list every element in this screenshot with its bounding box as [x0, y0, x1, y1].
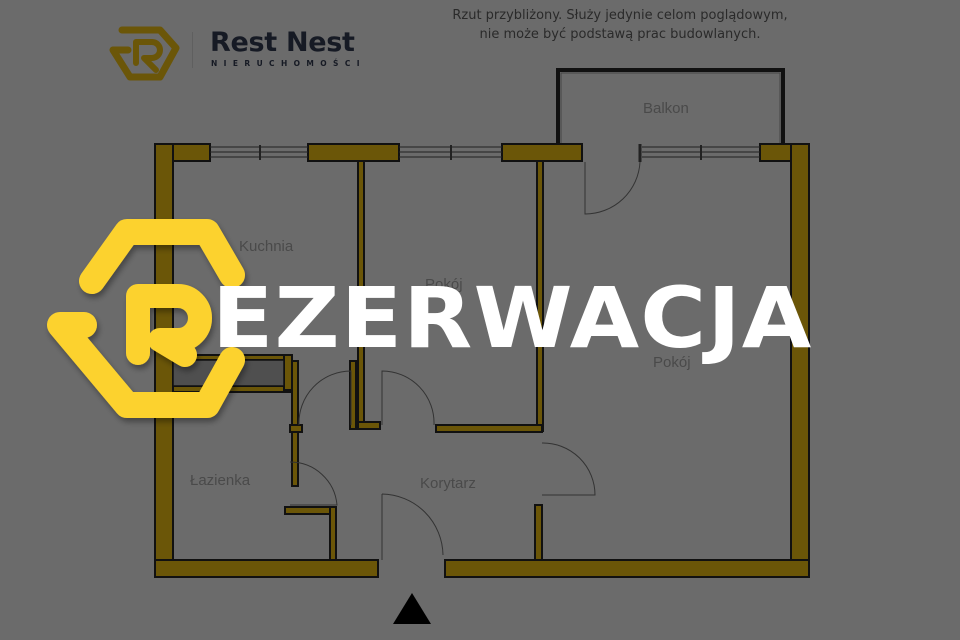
entrance-arrow-icon [393, 593, 431, 624]
disclaimer: Rzut przybliżony. Służy jedynie celom po… [420, 6, 820, 44]
disclaimer-line-2: nie może być podstawą prac budowlanych. [479, 27, 761, 42]
room-label-pokoj-1: Pokój [425, 276, 463, 293]
room-label-korytarz: Korytarz [420, 475, 476, 492]
room-label-lazienka: Łazienka [190, 472, 251, 489]
disclaimer-line-1: Rzut przybliżony. Służy jedynie celom po… [452, 8, 788, 23]
reservation-headline: EZERWACJA [212, 269, 813, 367]
room-label-kuchnia: Kuchnia [239, 238, 294, 255]
brand-divider [192, 32, 193, 68]
r-hexagon-logo-icon [109, 26, 180, 81]
room-label-balkon: Balkon [643, 100, 689, 117]
brand-subtitle: NIERUCHOMOŚCI [211, 59, 366, 68]
room-label-pokoj-2: Pokój [653, 354, 691, 371]
r-hexagon-logo-icon [47, 219, 245, 418]
brand-name: Rest Nest [210, 27, 355, 58]
